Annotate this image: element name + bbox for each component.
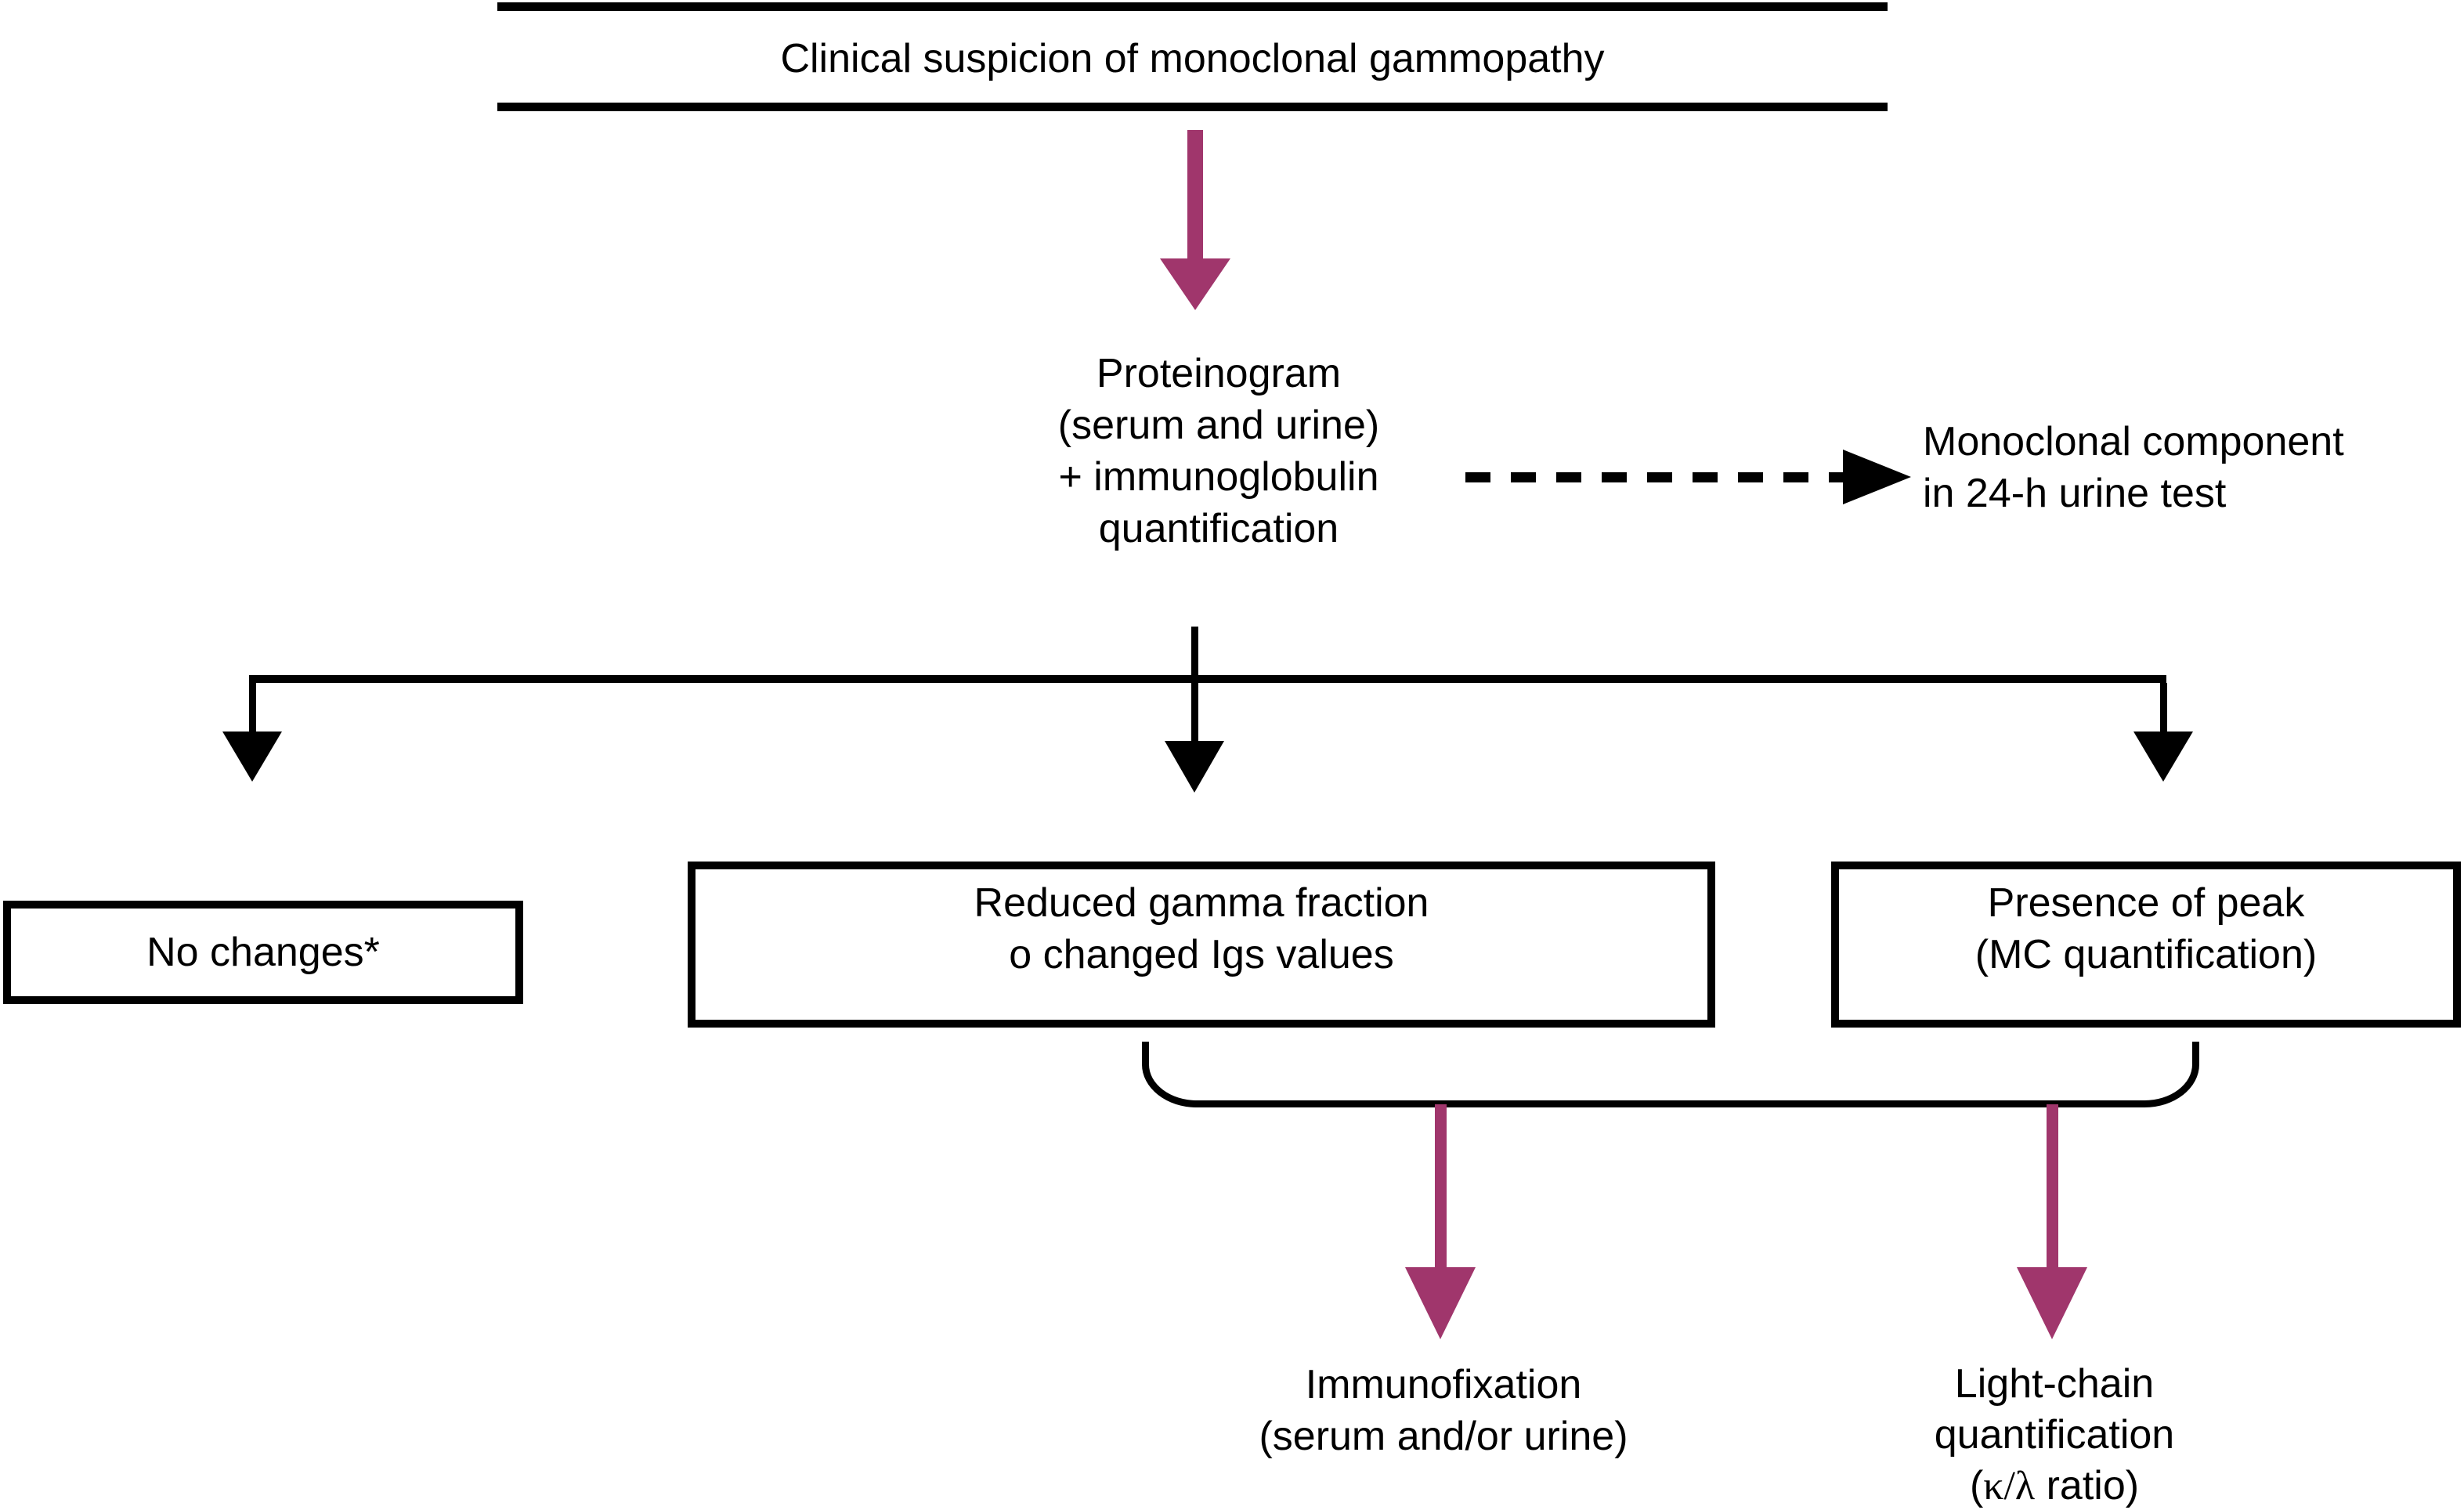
reduced-gamma-line: o changed Igs values [1009, 932, 1394, 977]
proteinogram-line: (serum and urine) [1057, 403, 1380, 448]
primary-arrow-tail [1187, 130, 1203, 262]
light-chain-node: Light-chain quantification (κ/λ ratio) [1741, 1359, 2368, 1510]
light-chain-ratio-line: (κ/λ ratio) [1741, 1461, 2368, 1510]
immunofixation-line: Immunofixation [1305, 1362, 1582, 1407]
branch-arrow-right-head-icon [2133, 732, 2193, 782]
kappa-lambda-symbols: κ/λ [1983, 1464, 2036, 1508]
immunofixation-node: Immunofixation (serum and/or urine) [1130, 1359, 1757, 1462]
proteinogram-line: quantification [1098, 506, 1339, 551]
top-rule-upper [497, 2, 1888, 11]
light-chain-line: Light-chain [1954, 1361, 2155, 1407]
title-label: Clinical suspicion of monoclonal gammopa… [780, 36, 1605, 81]
branch-arrow-center-tail [1191, 683, 1198, 742]
ratio-suffix: ratio) [2035, 1463, 2140, 1508]
branch-arrow-left-head-icon [222, 732, 282, 782]
no-changes-label: No changes* [146, 930, 380, 975]
proteinogram-line: Proteinogram [1096, 351, 1342, 396]
primary-arrowhead-icon [1160, 258, 1230, 310]
proteinogram-node: Proteinogram (serum and urine) + immunog… [905, 348, 1532, 555]
proteinogram-line: + immunoglobulin [1058, 454, 1379, 500]
reduced-gamma-line: Reduced gamma fraction [974, 880, 1429, 926]
urine-note-node: Monoclonal component in 24-h urine test [1923, 416, 2464, 519]
top-rule-lower [497, 103, 1888, 111]
branch-arrow-right-tail [2160, 683, 2167, 733]
outcome-arrow-left-head-icon [1405, 1267, 1476, 1339]
dashed-arrowhead-icon [1843, 450, 1911, 504]
reduced-gamma-box: Reduced gamma fraction o changed Igs val… [688, 862, 1715, 1028]
outcome-arrow-left-tail [1435, 1104, 1447, 1270]
immunofixation-line: (serum and/or urine) [1259, 1414, 1628, 1459]
no-changes-box: No changes* [3, 901, 523, 1004]
dashed-connector [1465, 472, 1843, 482]
presence-peak-box: Presence of peak (MC quantification) [1831, 862, 2461, 1028]
urine-note-line: in 24-h urine test [1923, 471, 2227, 516]
light-chain-line: quantification [1934, 1412, 2175, 1458]
branch-arrow-left-tail [249, 683, 256, 733]
branch-line [249, 675, 2166, 683]
merge-bracket [1142, 1042, 2199, 1107]
presence-peak-line: Presence of peak [1987, 880, 2305, 926]
urine-note-line: Monoclonal component [1923, 419, 2344, 464]
ratio-open-paren: ( [1969, 1463, 1984, 1508]
branch-arrow-center-head-icon [1165, 741, 1224, 793]
outcome-arrow-right-tail [2047, 1104, 2058, 1270]
outcome-arrow-right-head-icon [2017, 1267, 2087, 1339]
presence-peak-line: (MC quantification) [1974, 932, 2318, 977]
branch-stem [1191, 627, 1198, 678]
